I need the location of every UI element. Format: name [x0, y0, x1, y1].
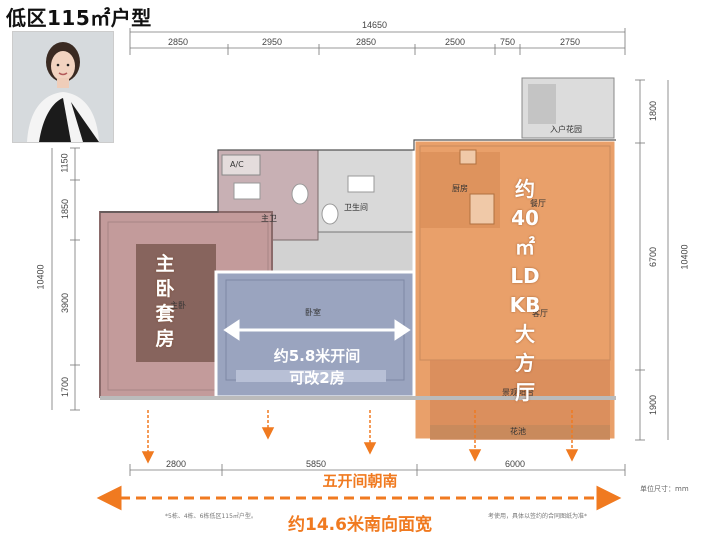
bedroom-note-line-1: 约5.8米开间 [273, 347, 361, 365]
footnote: *5栋、4栋、6栋低区115㎡户型。 [165, 513, 257, 520]
top-dimension-6: 2750 [560, 37, 581, 47]
entrance-garden-floor [528, 84, 556, 124]
right-dimension-lines [635, 79, 669, 441]
bedroom-width-arrow [223, 319, 411, 341]
bottom-dimension-3: 6000 [505, 459, 526, 469]
bedroom-annotation: 约5.8米开间 可改2房 [237, 345, 397, 389]
kitchen-label: 厨房 [452, 184, 468, 193]
avatar [12, 31, 114, 143]
washbasin-icon [347, 175, 375, 193]
bedroom-window-sill [236, 370, 386, 382]
ac-unit [221, 154, 261, 176]
ldkb-line-1: 约 [515, 177, 535, 201]
top-dimension-1: 2850 [168, 37, 189, 47]
left-total-dimension: 10400 [35, 264, 46, 290]
south-width-annotation: 约14.6米南向面宽 [288, 515, 432, 535]
left-dimension-3: 3900 [60, 292, 71, 314]
top-dimension-4: 2500 [445, 37, 466, 47]
south-wall [100, 396, 616, 400]
ldkb-line-8: 厅 [515, 380, 535, 404]
top-dimension-lines [129, 28, 626, 55]
ldkb-annotation: 约 40 ㎡ LD KB 大 方 厅 [500, 175, 550, 407]
top-dimension-2: 2950 [262, 37, 283, 47]
south-width-arrow [96, 485, 622, 511]
left-dimension-4: 1700 [60, 376, 71, 398]
top-dimension-5: 750 [500, 37, 516, 47]
view-balcony-label: 景观阳台 [502, 388, 534, 397]
right-total-dimension: 10400 [679, 244, 690, 270]
left-dimension-lines [51, 147, 80, 411]
planter-label: 花池 [510, 427, 526, 436]
dining-table-icon [469, 193, 495, 225]
ldkb-line-5: KB [509, 293, 541, 317]
right-dimension-2: 6700 [648, 246, 659, 268]
master-suite-annotation: 主卧套房 [155, 253, 175, 350]
dining-label: 餐厅 [530, 199, 546, 208]
right-dimension-3: 1900 [648, 394, 659, 416]
person-portrait-icon [13, 32, 113, 142]
left-dimension-1: 1150 [59, 153, 70, 173]
south-arrows [141, 410, 579, 464]
living-label: 客厅 [532, 309, 548, 318]
outer-wall [100, 139, 616, 213]
master-bath-label: 主卫 [261, 214, 277, 223]
ldkb-line-2: 40 [511, 206, 539, 230]
toilet-icon [321, 203, 339, 225]
master-bedroom-label: 主卧 [170, 301, 186, 310]
ldkb-line-4: LD [510, 264, 540, 288]
bedroom-note-line-2: 可改2房 [289, 369, 345, 387]
right-dimension-1: 1800 [648, 100, 659, 122]
bathroom-label: 卫生间 [344, 203, 368, 212]
south-rooms-annotation: 五开间朝南 [322, 472, 398, 490]
bottom-dimension-1: 2800 [166, 459, 187, 469]
master-bed-icon [136, 244, 216, 362]
bottom-dimension-lines [129, 464, 626, 476]
page-title: 低区115㎡户型 [6, 6, 152, 30]
master-toilet-icon [291, 183, 309, 205]
ac-label: A/C [230, 160, 244, 169]
unit-note: 单位尺寸：mm [640, 485, 689, 493]
top-dimension-3: 2850 [356, 37, 377, 47]
master-washbasin-icon [233, 182, 261, 200]
bedroom-label: 卧室 [305, 308, 321, 317]
left-dimension-2: 1850 [60, 198, 71, 220]
top-total-dimension: 14650 [362, 20, 388, 30]
ldkb-line-7: 方 [515, 351, 535, 375]
ldkb-line-3: ㎡ [515, 235, 535, 259]
footnote-tail: 考使用，具体以签约的合同图纸为准* [488, 513, 588, 520]
bottom-dimension-2: 5850 [306, 459, 327, 469]
ldkb-line-6: 大 [515, 322, 535, 346]
sink-icon [459, 149, 477, 165]
entrance-garden-label: 入户花园 [550, 125, 582, 134]
